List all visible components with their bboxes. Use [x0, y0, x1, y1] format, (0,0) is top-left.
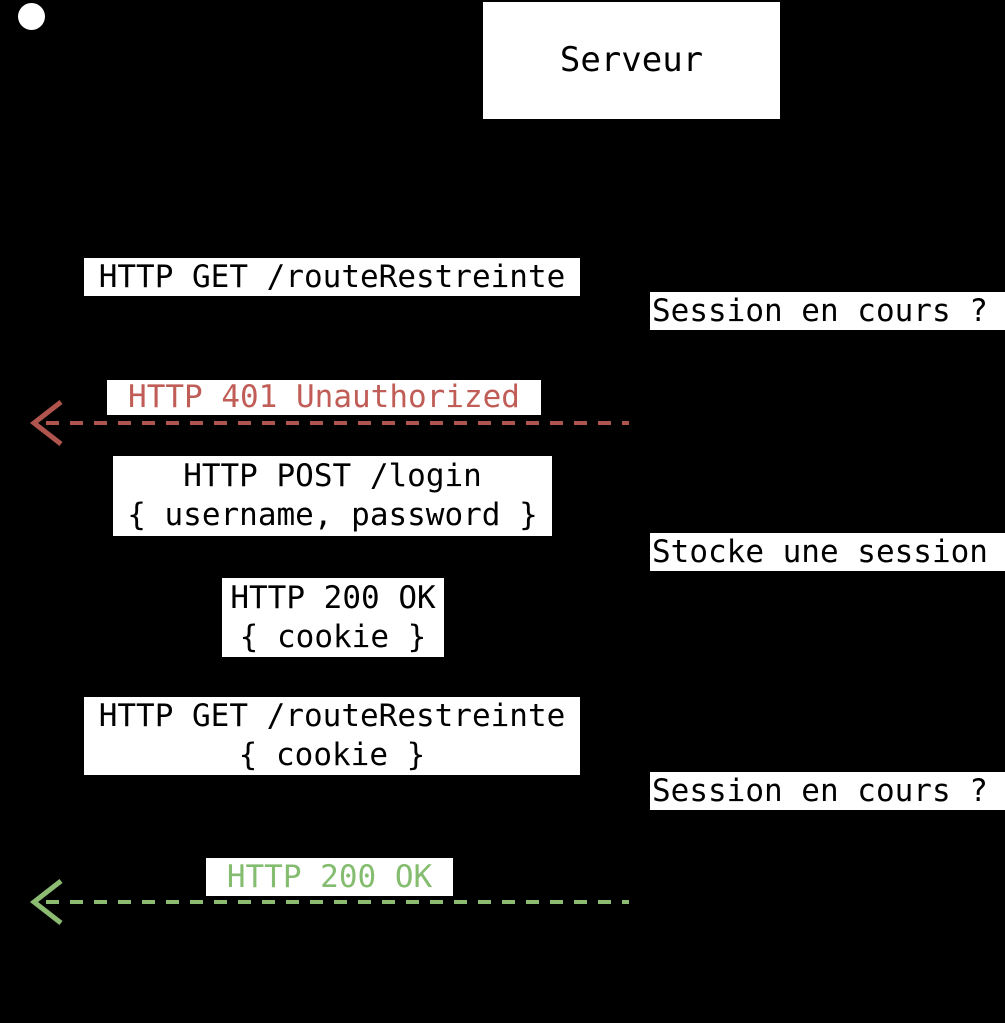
message-label-get-restricted-2: HTTP GET /routeRestreinte { cookie }: [84, 697, 580, 775]
http-200-arrowhead-icon: [29, 879, 63, 925]
note-text: Session en cours ?: [652, 292, 988, 329]
message-line: HTTP 401 Unauthorized: [128, 379, 520, 415]
note-session-2: Session en cours ?: [650, 772, 1005, 810]
message-line: HTTP 200 OK: [226, 858, 433, 895]
message-line: { username, password }: [127, 497, 538, 533]
message-label-response-200: HTTP 200 OK: [206, 858, 453, 896]
message-line: { cookie }: [239, 618, 427, 655]
client-actor-head-icon: [18, 3, 45, 30]
server-participant-label: Serveur: [559, 40, 704, 80]
message-line: HTTP 200 OK: [230, 579, 436, 616]
note-text: Stocke une session: [652, 533, 988, 570]
message-line: HTTP POST /login: [183, 458, 482, 494]
http-401-arrowhead-icon: [29, 400, 63, 446]
message-label-post-login: HTTP POST /login { username, password }: [113, 456, 552, 536]
message-label-response-401: HTTP 401 Unauthorized: [107, 379, 541, 415]
note-text: Session en cours ?: [652, 772, 988, 809]
note-store-session: Stocke une session: [650, 533, 1005, 571]
message-line: HTTP GET /routeRestreinte: [98, 258, 566, 295]
server-participant-box: Serveur: [483, 2, 780, 119]
message-line: HTTP GET /routeRestreinte: [98, 698, 566, 734]
message-line: { cookie }: [238, 737, 426, 773]
message-label-get-restricted-1: HTTP GET /routeRestreinte: [84, 258, 580, 296]
note-session-1: Session en cours ?: [650, 292, 1005, 330]
message-label-response-200-cookie: HTTP 200 OK { cookie }: [222, 578, 444, 657]
